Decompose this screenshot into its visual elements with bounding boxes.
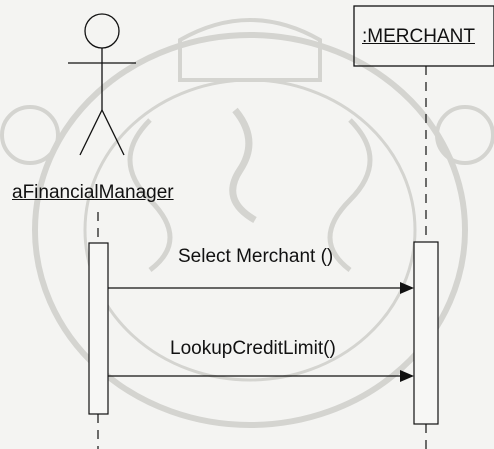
actor-activation-bar xyxy=(88,242,109,415)
object-name: :MERCHANT xyxy=(362,26,475,47)
message-label-1: Select Merchant () xyxy=(178,246,334,267)
watermark-seal xyxy=(0,18,494,428)
message-arrow-1 xyxy=(108,282,414,294)
object-box xyxy=(353,5,494,67)
message-arrow-2 xyxy=(108,370,414,382)
object-activation-bar xyxy=(413,241,439,425)
stick-figure-icon xyxy=(68,13,136,156)
message-label-2: LookupCreditLimit() xyxy=(170,338,336,359)
actor-name: aFinancialManager xyxy=(12,182,174,203)
